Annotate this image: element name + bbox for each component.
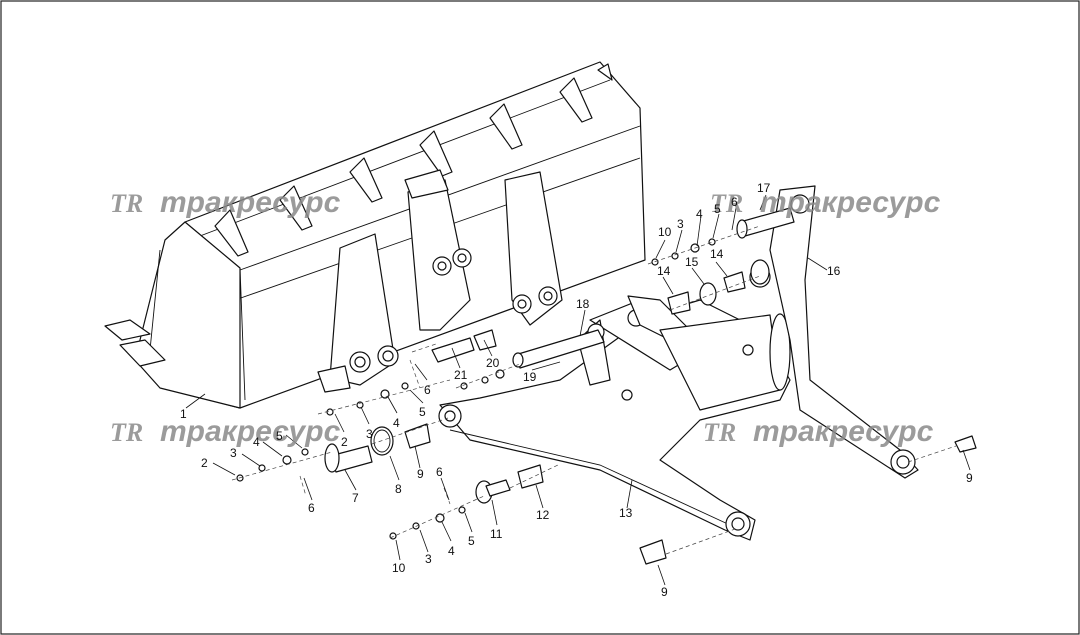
callout-4: 4: [393, 416, 400, 430]
callout-5: 5: [714, 202, 721, 216]
callout-2: 2: [341, 435, 348, 449]
callout-1: 1: [180, 407, 187, 421]
callout-6: 6: [436, 465, 443, 479]
callout-18: 18: [576, 297, 590, 311]
callout-13: 13: [619, 506, 633, 520]
callout-10: 10: [392, 561, 406, 575]
watermark-logo: TR: [703, 418, 736, 447]
callout-10: 10: [658, 225, 672, 239]
watermark-logo: TR: [110, 189, 143, 218]
callout-4: 4: [253, 435, 260, 449]
callout-3: 3: [425, 552, 432, 566]
callout-6: 6: [424, 383, 431, 397]
callout-21: 21: [454, 368, 468, 382]
callout-4: 4: [448, 544, 455, 558]
callout-14: 14: [710, 247, 724, 261]
watermark-bottom-left: TR тракресурс: [110, 415, 341, 448]
callout-9: 9: [966, 471, 973, 485]
callout-5: 5: [419, 405, 426, 419]
watermark-brand: тракресурс: [753, 415, 934, 448]
callout-6: 6: [731, 195, 738, 209]
callout-11: 11: [490, 527, 503, 541]
callout-19: 19: [523, 370, 537, 384]
watermark-bottom-right: TR тракресурс: [703, 415, 934, 448]
callout-7: 7: [352, 491, 359, 505]
callout-12: 12: [536, 508, 550, 522]
callout-9: 9: [417, 467, 424, 481]
callout-5: 5: [276, 429, 283, 443]
leader-lines: [185, 194, 971, 586]
callout-5: 5: [468, 534, 475, 548]
watermark-logo: TR: [710, 189, 743, 218]
watermark-brand: тракресурс: [160, 415, 341, 448]
callout-20: 20: [486, 356, 500, 370]
watermark-logo: TR: [110, 418, 143, 447]
pin-assembly: [236, 207, 977, 565]
callout-3: 3: [230, 446, 237, 460]
watermark-brand: тракресурс: [760, 186, 941, 219]
callout-3: 3: [677, 217, 684, 231]
bucket: [104, 61, 646, 409]
watermark-top-left: TR тракресурс: [110, 186, 341, 219]
callout-9: 9: [661, 585, 668, 599]
assembly-lines: [231, 225, 957, 555]
callout-4: 4: [696, 207, 703, 221]
watermark-top-right: TR тракресурс: [710, 186, 941, 219]
callout-17: 17: [757, 181, 771, 195]
callout-14: 14: [657, 264, 671, 278]
callout-8: 8: [395, 482, 402, 496]
callout-16: 16: [827, 264, 841, 278]
callouts: 1 2 2 3 3 3 3 4 4 4 4 5 5 5 5 6 6 6 6 7 …: [180, 181, 973, 599]
watermark-brand: тракресурс: [160, 186, 341, 219]
callout-15: 15: [685, 255, 699, 269]
callout-2: 2: [201, 456, 208, 470]
callout-3: 3: [366, 427, 373, 441]
callout-6: 6: [308, 501, 315, 515]
cross-tube: [659, 313, 791, 411]
